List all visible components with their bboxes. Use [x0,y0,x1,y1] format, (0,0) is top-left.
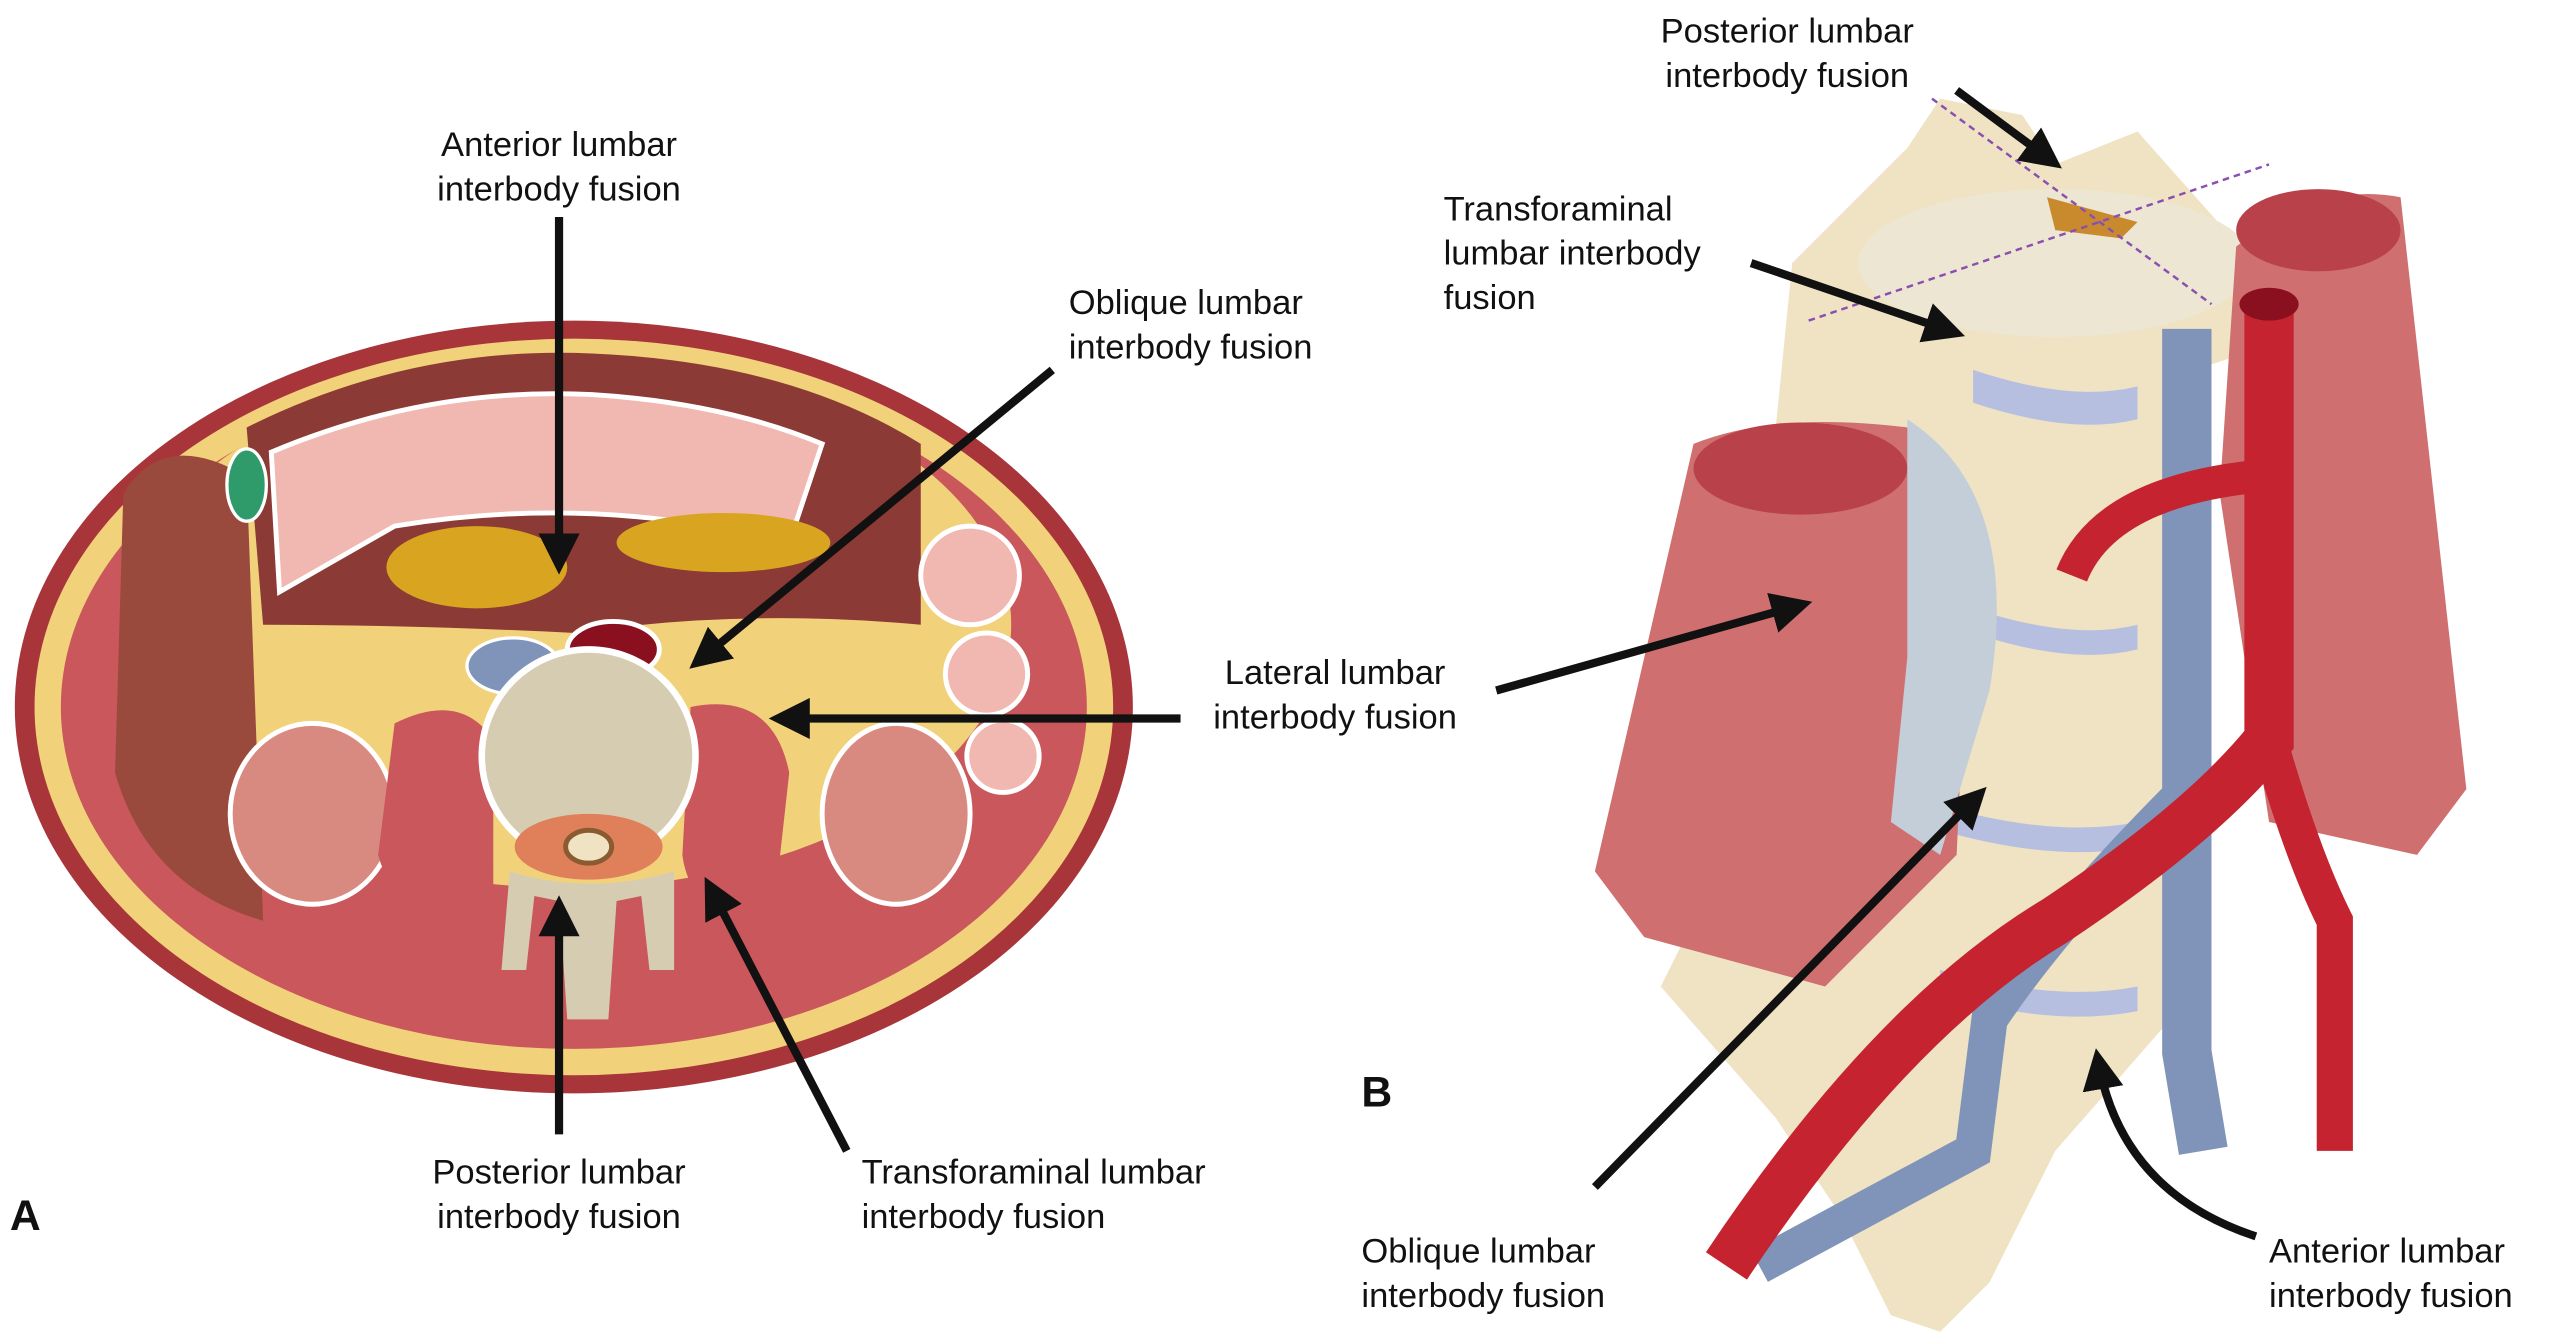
label-oblique-b-2: interbody fusion [1361,1277,1605,1315]
arrow-posterior-b [1954,87,2062,169]
label-posterior-a-1: Posterior lumbar [432,1154,685,1192]
panel-label-b: B [1361,1068,1392,1116]
label-transforaminal-a-1: Transforaminal lumbar [862,1154,1206,1192]
label-anterior-b-2: interbody fusion [2269,1277,2513,1315]
label-transforaminal-b-1: Transforaminal [1444,190,1673,228]
cross-section-illustration [14,320,1133,1094]
panel-label-a: A [10,1192,41,1240]
label-posterior-b-2: interbody fusion [1665,57,1909,95]
label-posterior-a-2: interbody fusion [437,1198,681,1236]
label-oblique-b-1: Oblique lumbar [1361,1233,1595,1271]
label-anterior-a-2: interbody fusion [437,171,681,209]
label-transforaminal-a-2: interbody fusion [862,1198,1106,1236]
arrow-oblique-a [689,366,1055,669]
label-transforaminal-b-2: lumbar interbody [1444,235,1702,273]
label-lateral-1: Lateral lumbar [1225,654,1446,692]
labels: A B Anterior lumbar interbody fusion Obl… [10,13,2513,1315]
arrow-oblique-b [1591,786,1987,1190]
arrows [538,87,2258,1241]
arrow-transforaminal-b [1749,259,1966,343]
label-anterior-a-1: Anterior lumbar [441,126,677,164]
label-transforaminal-b-3: fusion [1444,279,1536,317]
label-oblique-a-2: interbody fusion [1069,328,1313,366]
label-lateral-2: interbody fusion [1213,698,1457,736]
spine-illustration [1594,97,2467,1332]
arrow-lateral-b [1495,593,1813,695]
arrow-anterior-b [2082,1048,2258,1241]
arrow-transforaminal-a [704,876,851,1153]
label-oblique-a-1: Oblique lumbar [1069,284,1303,322]
label-anterior-b-1: Anterior lumbar [2269,1233,2505,1271]
label-posterior-b-1: Posterior lumbar [1661,13,1914,51]
